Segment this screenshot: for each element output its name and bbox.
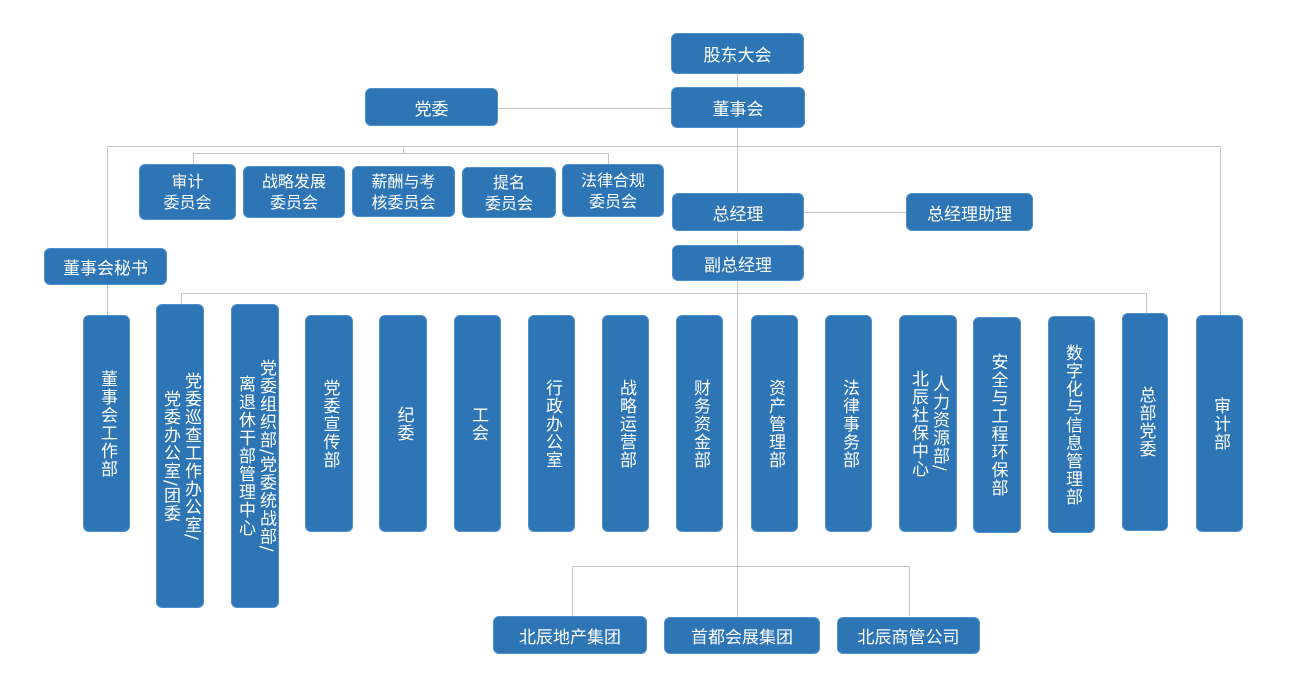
department-trade-union: 工会: [454, 315, 501, 532]
committee-label-line: 委员会: [484, 193, 533, 213]
department-label: 数字化与信息管理部: [1061, 344, 1082, 506]
general-manager-label: 总经理: [712, 204, 764, 225]
department-label-line: 党委组织部/党委统战部/: [256, 359, 276, 553]
department-label: 纪委: [393, 406, 414, 442]
committee-label-line: 核委员会: [371, 192, 436, 212]
department-audit: 审计部: [1196, 315, 1243, 532]
gm-assistant-box: 总经理助理: [906, 193, 1033, 231]
subsidiary-real-estate-group: 北辰地产集团: [493, 616, 647, 654]
board-of-directors-label: 董事会: [712, 100, 764, 120]
department-finance: 财务资金部: [676, 315, 723, 532]
department-label: 人力资源部/ 北辰社保中心: [907, 370, 949, 478]
committee-remuneration: 薪酬与考 核委员会: [352, 166, 455, 217]
committee-label-line: 审计: [171, 172, 204, 191]
department-label: 党委巡查工作办公室/ 党委办公室/团委: [159, 372, 201, 541]
department-label-line: 纪委: [393, 405, 414, 442]
department-discipline: 纪委: [379, 315, 427, 532]
committee-nomination: 提名 委员会: [462, 167, 556, 218]
department-label-line: 法律事务部: [839, 378, 859, 469]
committee-label-line: 薪酬与考: [371, 171, 436, 191]
department-label-line: 董事会工作部: [97, 369, 117, 478]
subsidiary-convention-group: 首都会展集团: [664, 617, 820, 654]
party-committee-label: 党委: [414, 99, 449, 120]
department-label-line: 安全与工程环保部: [987, 353, 1008, 497]
department-label: 战略运营部: [615, 379, 636, 469]
department-label: 审计部: [1209, 397, 1230, 451]
department-label-line: 党委宣传部: [319, 378, 340, 469]
deputy-gm-box: 副总经理: [672, 245, 804, 281]
committee-legal-compliance: 法律合规 委员会: [562, 164, 664, 217]
board-secretary-label: 董事会秘书: [63, 259, 148, 279]
department-label-line: 财务资金部: [690, 378, 710, 469]
subsidiary-label: 北辰地产集团: [519, 627, 621, 648]
department-label-line: 资产管理部: [765, 378, 785, 469]
department-label: 党委组织部/党委统战部/ 离退休干部管理中心: [234, 359, 276, 552]
department-label: 资产管理部: [764, 379, 785, 469]
board-secretary-box: 董事会秘书: [44, 248, 167, 285]
committee-label-line: 委员会: [588, 191, 637, 211]
department-label-line: 战略运营部: [616, 378, 636, 469]
deputy-gm-label: 副总经理: [704, 255, 772, 276]
department-administration: 行政办公室: [528, 315, 575, 532]
gm-assistant-label: 总经理助理: [927, 204, 1012, 225]
subsidiary-label: 首都会展集团: [691, 628, 793, 648]
committee-strategy: 战略发展 委员会: [243, 166, 345, 218]
department-board-office: 董事会工作部: [83, 315, 130, 532]
department-label-line: 审计部: [1210, 396, 1230, 451]
general-manager-box: 总经理: [672, 193, 804, 231]
department-label-line: 数字化与信息管理部: [1062, 343, 1082, 506]
department-label-line: 党委巡查工作办公室/: [181, 371, 201, 541]
department-human-resources: 人力资源部/ 北辰社保中心: [899, 315, 957, 532]
committee-label-line: 法律合规: [580, 170, 645, 190]
committee-audit: 审计 委员会: [139, 164, 236, 220]
committee-label-line: 委员会: [163, 193, 212, 212]
committee-label-line: 战略发展: [261, 172, 326, 191]
department-label: 总部党委: [1135, 386, 1156, 458]
party-committee-box: 党委: [365, 88, 498, 126]
subsidiary-commercial-management: 北辰商管公司: [837, 617, 980, 654]
department-asset-management: 资产管理部: [751, 315, 798, 532]
committee-label-line: 提名: [492, 172, 525, 192]
department-party-inspection-office: 党委巡查工作办公室/ 党委办公室/团委: [156, 304, 204, 608]
department-safety-engineering: 安全与工程环保部: [973, 317, 1021, 533]
department-label-line: 工会: [468, 405, 488, 442]
department-label: 董事会工作部: [96, 370, 117, 478]
department-label: 财务资金部: [689, 379, 710, 469]
department-label-line: 离退休干部管理中心: [235, 375, 255, 537]
department-hq-party-committee: 总部党委: [1122, 313, 1168, 531]
department-label: 行政办公室: [541, 379, 562, 469]
board-of-directors-box: 董事会: [671, 87, 805, 128]
subsidiary-label: 北辰商管公司: [857, 628, 960, 648]
department-label-line: 人力资源部/: [929, 375, 949, 472]
committee-label-line: 委员会: [269, 193, 318, 212]
department-party-organization: 党委组织部/党委统战部/ 离退休干部管理中心: [231, 304, 279, 608]
department-label: 工会: [467, 406, 488, 442]
department-label-line: 总部党委: [1135, 386, 1156, 458]
department-label: 法律事务部: [838, 379, 859, 469]
department-label-line: 北辰社保中心: [908, 369, 928, 478]
department-label: 党委宣传部: [319, 379, 340, 469]
shareholders-meeting-label: 股东大会: [703, 46, 772, 66]
department-party-publicity: 党委宣传部: [305, 315, 353, 532]
department-label: 安全与工程环保部: [987, 353, 1008, 497]
department-label-line: 党委办公室/团委: [160, 389, 180, 523]
department-digital-information: 数字化与信息管理部: [1048, 316, 1095, 533]
department-legal-affairs: 法律事务部: [825, 315, 872, 532]
department-label-line: 行政办公室: [542, 378, 562, 469]
department-strategy-operations: 战略运营部: [602, 315, 649, 532]
shareholders-meeting-box: 股东大会: [671, 33, 804, 74]
